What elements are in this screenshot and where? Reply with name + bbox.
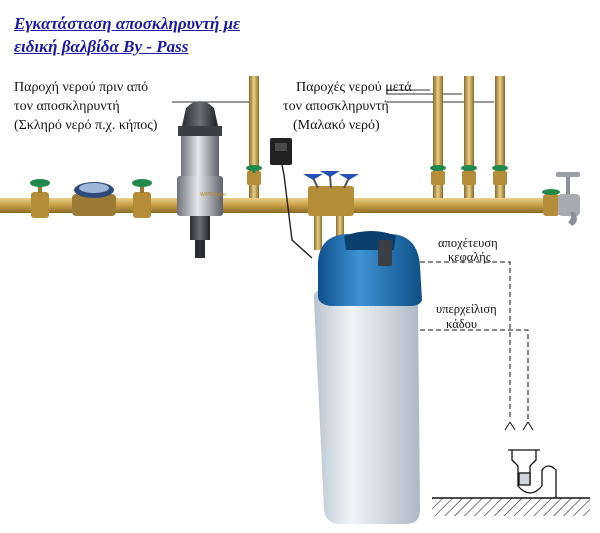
label-head-drain-line-2: κεφαλής bbox=[448, 250, 491, 264]
pre-filter-icon bbox=[177, 101, 223, 258]
bypass-valve-icon bbox=[303, 171, 359, 250]
label-supply-before-line-2: τον αποσκληρυντή bbox=[14, 99, 120, 114]
main-line-valve-icons bbox=[30, 179, 560, 218]
label-tank-overflow-line-2: κάδου bbox=[446, 317, 478, 331]
label-supply-after-line-3: (Μαλακό νερό) bbox=[293, 118, 380, 133]
riser-valve-icons bbox=[246, 165, 508, 185]
diagram-title-line-2: ειδική βαλβίδα By - Pass bbox=[14, 37, 189, 56]
riser-pipes bbox=[249, 76, 505, 204]
timer-icon bbox=[270, 138, 313, 259]
drain-lines bbox=[420, 261, 534, 431]
faucet-icon bbox=[556, 172, 580, 226]
label-head-drain-line-1: αποχέτευση bbox=[438, 236, 498, 250]
label-supply-after-line-2: τον αποσκληρυντή bbox=[283, 99, 389, 114]
label-supply-before-line-1: Παροχή νερού πριν από bbox=[14, 80, 149, 95]
water-meter-icon bbox=[72, 182, 116, 216]
drain-trap-icon bbox=[508, 449, 557, 498]
softener-tank-icon bbox=[313, 231, 422, 524]
label-supply-after-line-1: Παροχές νερού μετά bbox=[296, 80, 412, 95]
label-supply-before-line-3: (Σκληρό νερό π.χ. κήπος) bbox=[14, 118, 158, 133]
floor-hatch bbox=[432, 497, 590, 516]
diagram-title-line-1: Εγκατάσταση αποσκληρυντή με bbox=[14, 14, 240, 33]
label-tank-overflow-line-1: υπερχείλιση bbox=[436, 302, 497, 316]
filter-brand: WATERplus bbox=[200, 192, 227, 198]
